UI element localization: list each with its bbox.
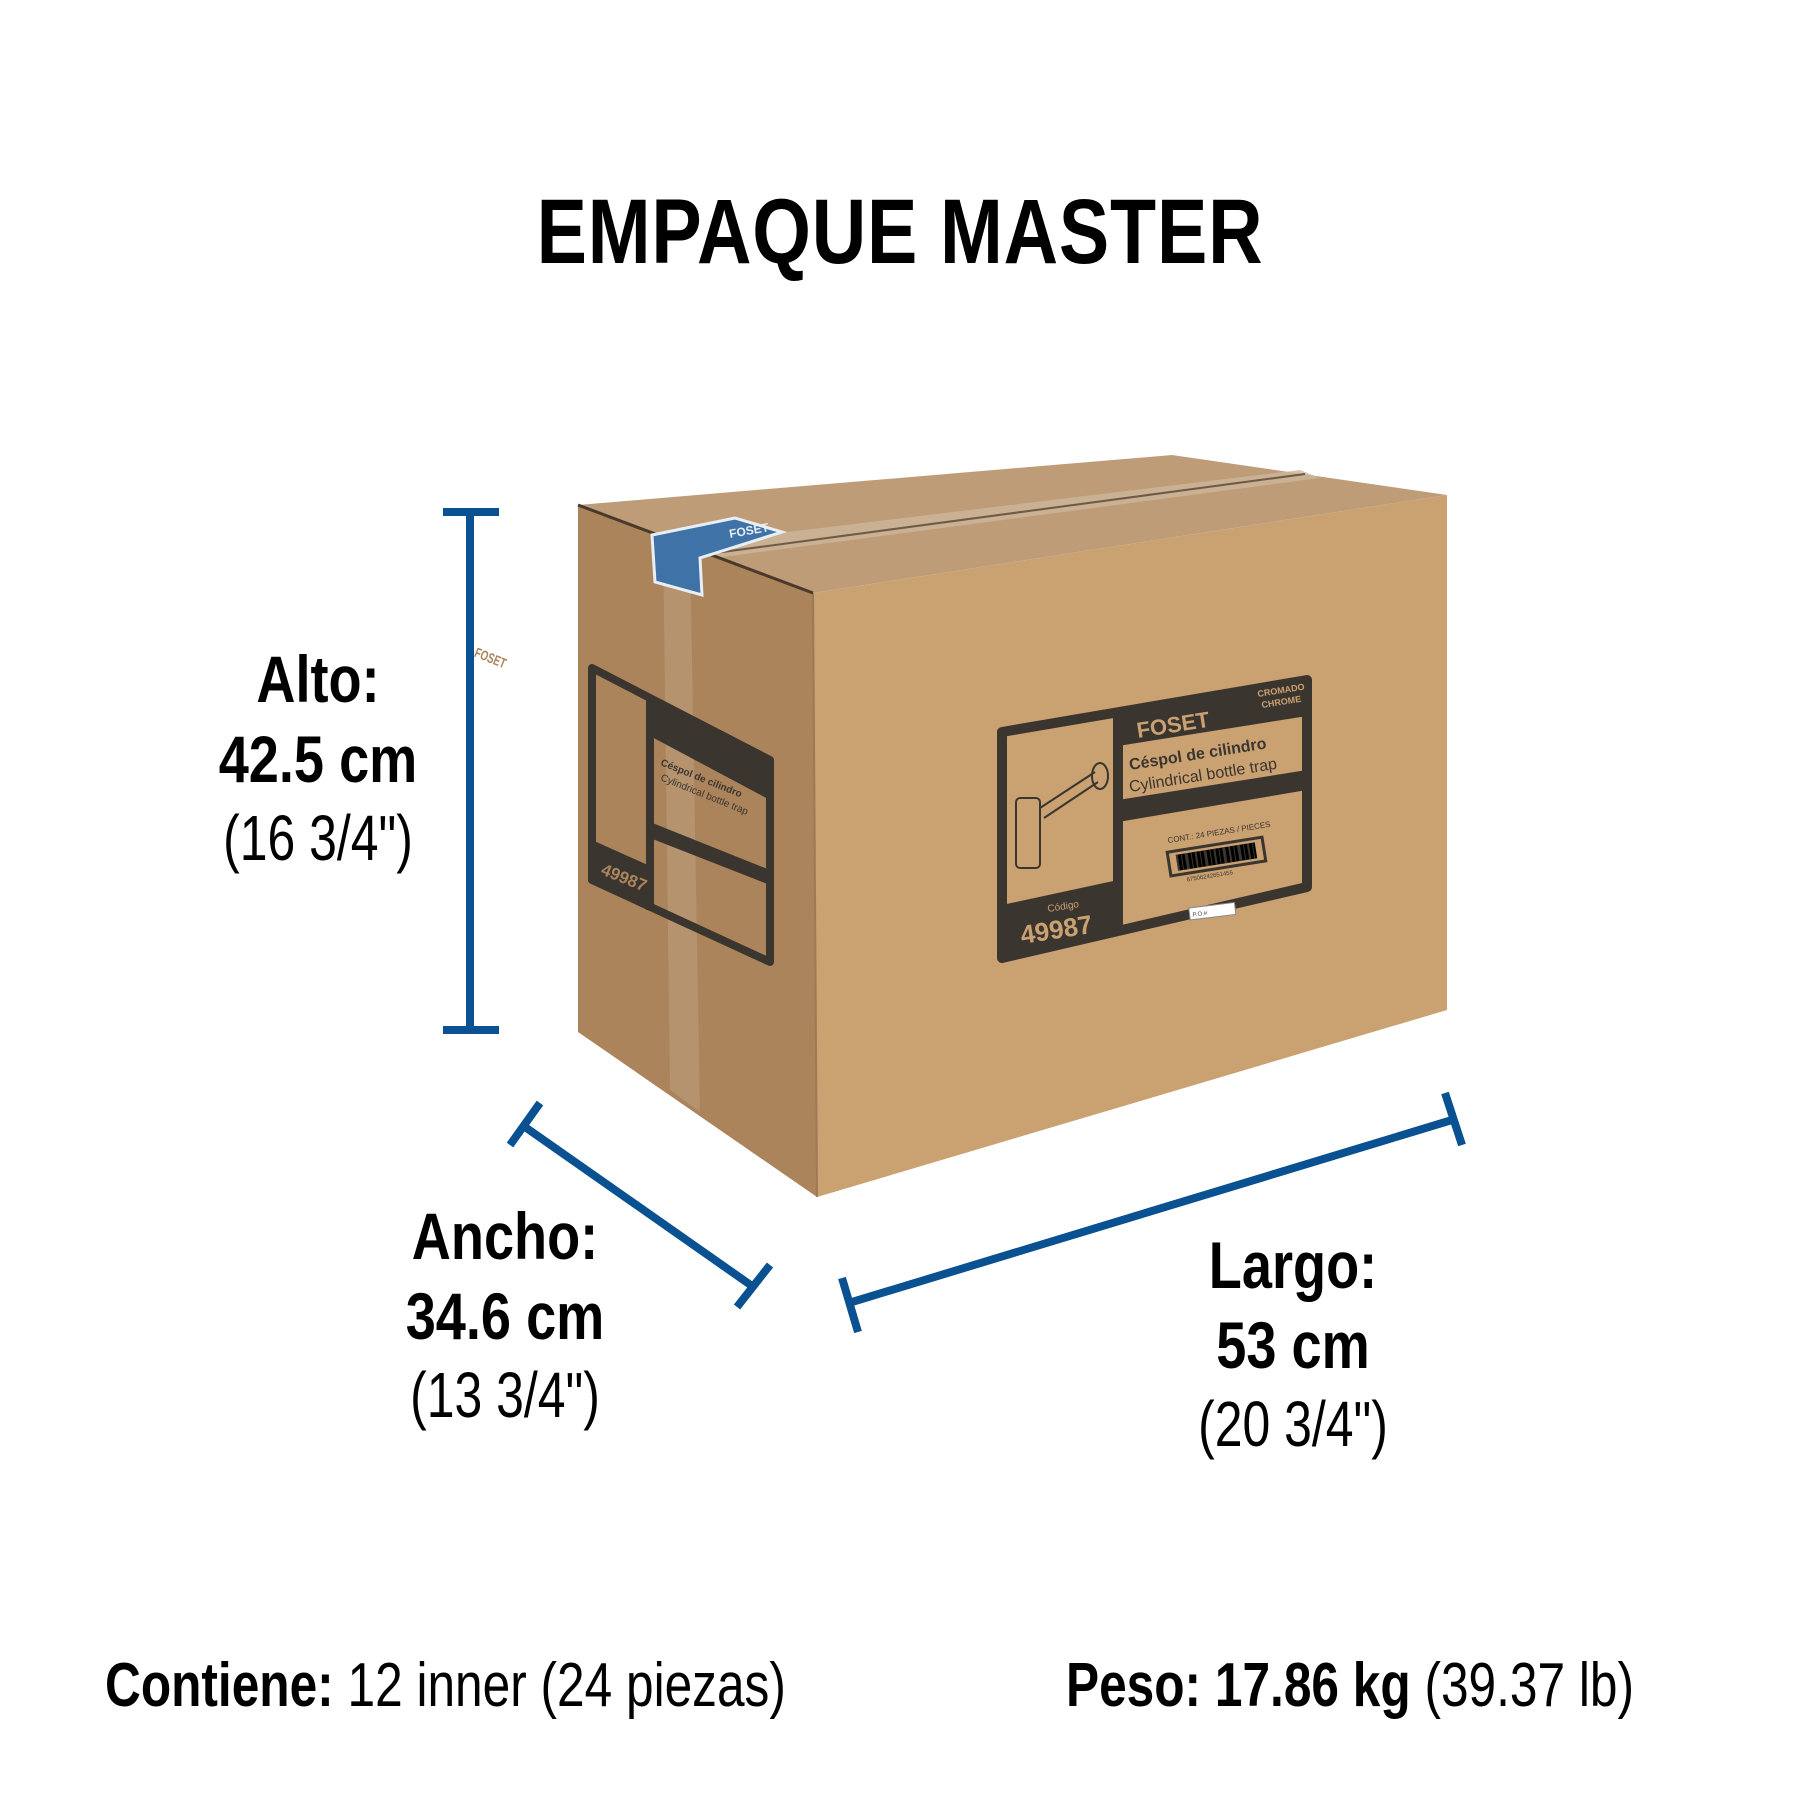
contents-value: 12 inner (24 piezas) (347, 1651, 786, 1720)
bottle-trap-drawing (1015, 762, 1109, 869)
ancho-dimension-line (506, 1100, 774, 1310)
po-sticker: P.O.# (1188, 901, 1237, 921)
contents-label: Contiene: (105, 1651, 334, 1720)
page-title: EMPAQUE MASTER (536, 181, 1264, 283)
largo-metric: 53 cm (1216, 1308, 1370, 1382)
label-clave: CE-212 (1146, 809, 1192, 831)
svg-text:P.O.#: P.O.# (1192, 911, 1208, 919)
weight-label: Peso: (1066, 1651, 1202, 1720)
seal-brand: FOSET (728, 520, 770, 541)
tape-left (663, 535, 700, 1112)
alto-dimension: Alto: 42.5 cm (16 3/4") (168, 646, 468, 884)
largo-label: Largo: (1208, 1228, 1378, 1302)
ancho-dimension: Ancho: 34.6 cm (13 3/4") (355, 1203, 655, 1441)
contents-info: Contiene: 12 inner (24 piezas) (105, 1650, 786, 1721)
front-label: FOSET CROMADO CHROME Céspol de cilindro … (997, 675, 1312, 963)
alto-metric: 42.5 cm (218, 722, 418, 796)
alto-label: Alto: (256, 642, 380, 716)
alto-imperial: (16 3/4") (223, 802, 413, 874)
label-clave-label: Clave: (1127, 822, 1148, 832)
box-front-face (813, 495, 1447, 1197)
largo-dimension-line (838, 1091, 1466, 1334)
seal-sticker (650, 516, 788, 598)
front-edge (812, 592, 818, 1198)
ancho-label: Ancho: (411, 1199, 599, 1273)
ancho-metric: 34.6 cm (405, 1279, 605, 1353)
largo-dimension: Largo: 53 cm (20 3/4") (1143, 1232, 1443, 1470)
flap-seam (699, 473, 1306, 556)
ancho-imperial: (13 3/4") (410, 1359, 600, 1431)
label-codigo-label: Código (1047, 899, 1080, 915)
weight-info: Peso: 17.86 kg (39.37 lb) (1066, 1650, 1634, 1721)
weight-value-kg: 17.86 kg (1214, 1651, 1411, 1720)
side-label-brand: FOSET (472, 644, 509, 671)
largo-imperial: (20 3/4") (1198, 1388, 1388, 1460)
weight-value-lb: (39.37 lb) (1424, 1651, 1634, 1720)
alto-dimension-line (443, 508, 499, 1034)
